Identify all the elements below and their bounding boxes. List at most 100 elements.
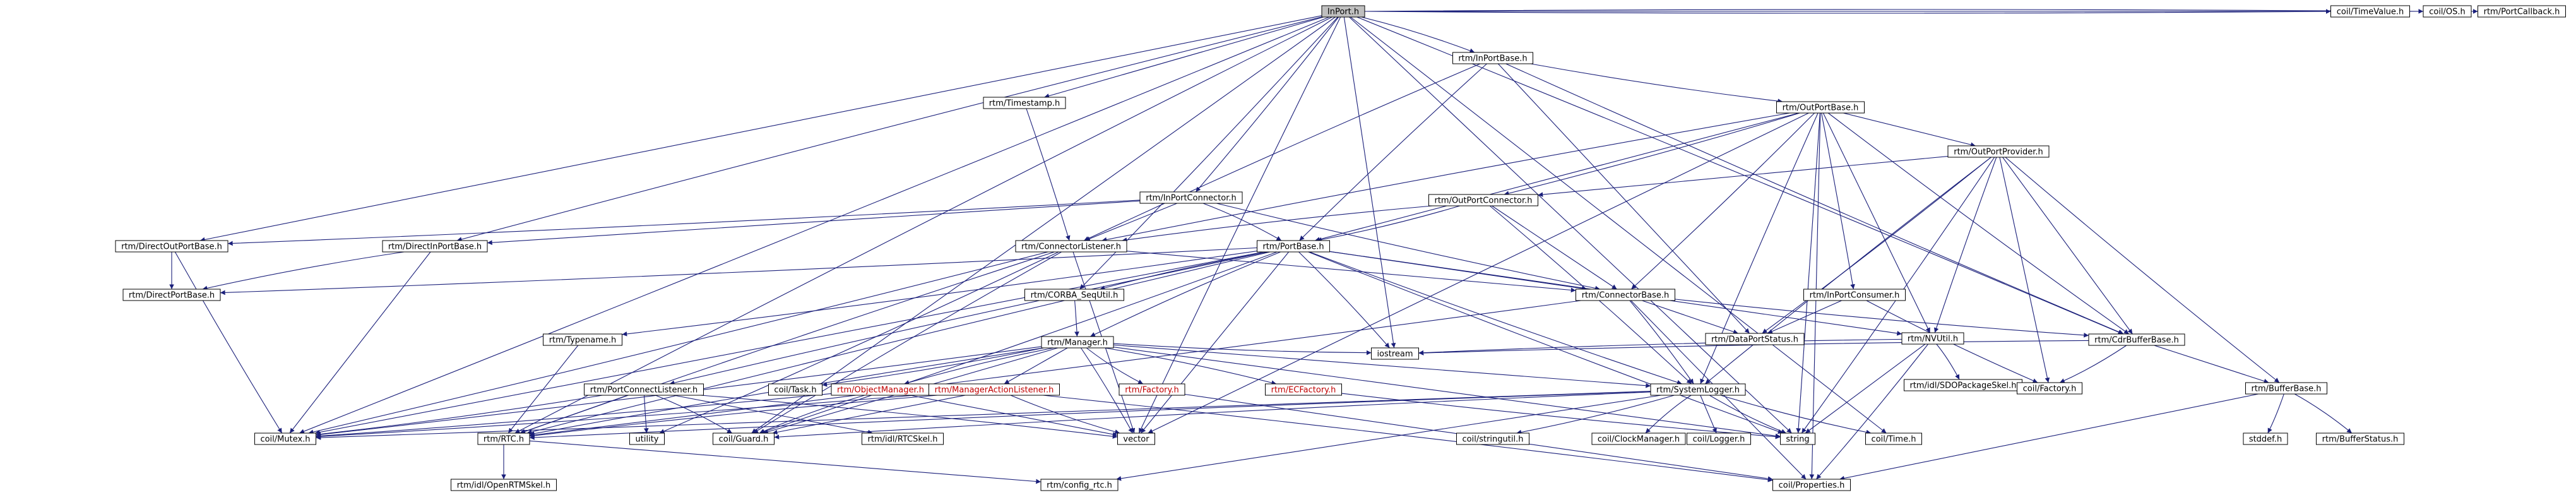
edge-inport_h-to-iostream bbox=[1343, 16, 1396, 349]
edge-inportconnector_h-to-directinportbase_h bbox=[487, 200, 1141, 246]
edge-cdrbufferbase_h-to-coil_factory_h bbox=[2059, 345, 2127, 383]
node-inportconnector-h[interactable]: rtm/InPortConnector.h bbox=[1139, 191, 1243, 204]
edge-portconnectlistener_h-to-utility bbox=[643, 395, 649, 434]
node-label: rtm/NVUtil.h bbox=[1908, 335, 1958, 344]
node-objectmanager-h[interactable]: rtm/ObjectManager.h bbox=[831, 383, 930, 396]
node-outportconnector-h[interactable]: rtm/OutPortConnector.h bbox=[1428, 194, 1538, 206]
edge-inport_h-to-inportconnector_h bbox=[1195, 16, 1339, 193]
node-portcallback-h[interactable]: rtm/PortCallback.h bbox=[2478, 5, 2566, 18]
node-label: coil/Task.h bbox=[774, 386, 816, 395]
node-openrtmskel-h[interactable]: rtm/idl/OpenRTMSkel.h bbox=[451, 479, 557, 491]
node-managerlistener-h[interactable]: rtm/ManagerActionListener.h bbox=[929, 383, 1060, 396]
node-box bbox=[477, 432, 530, 445]
edge-portbase_h-to-portconnectlistener_h bbox=[669, 251, 1268, 386]
node-outportbase-h[interactable]: rtm/OutPortBase.h bbox=[1776, 101, 1865, 114]
node-directinportbase-h[interactable]: rtm/DirectInPortBase.h bbox=[382, 240, 488, 253]
node-corba-sequtil-h[interactable]: rtm/CORBA_SeqUtil.h bbox=[1024, 289, 1124, 301]
node-box bbox=[1119, 383, 1185, 396]
node-coil-properties-h[interactable]: coil/Properties.h bbox=[1772, 479, 1851, 491]
node-coil-timevalue-h[interactable]: coil/TimeValue.h bbox=[2330, 5, 2410, 18]
edge-connectorbase_h-to-cdrbufferbase_h bbox=[1675, 299, 2089, 338]
edge-inport_h-to-inportbase_h bbox=[1361, 16, 1475, 53]
edge-manager_h-to-iostream bbox=[1113, 343, 1372, 355]
node-stddef-h[interactable]: stddef.h bbox=[2243, 432, 2288, 445]
node-rtc-h[interactable]: rtm/RTC.h bbox=[477, 432, 530, 445]
node-iostream[interactable]: iostream bbox=[1371, 347, 1419, 360]
node-config-rtc-h[interactable]: rtm/config_rtc.h bbox=[1040, 479, 1119, 491]
node-box bbox=[1321, 5, 1365, 18]
node-label: utility bbox=[636, 435, 659, 444]
node-label: rtm/CORBA_SeqUtil.h bbox=[1031, 291, 1119, 301]
edge-outportprovider_h-to-dataportstatus_h bbox=[1762, 157, 1991, 334]
node-portconnectlistener-h[interactable]: rtm/PortConnectListener.h bbox=[584, 383, 704, 396]
node-label: rtm/SystemLogger.h bbox=[1656, 386, 1740, 395]
node-label: rtm/RTC.h bbox=[484, 435, 524, 444]
edge-outportconnector_h-to-connectorlistener_h bbox=[1122, 205, 1433, 242]
node-box bbox=[584, 383, 704, 396]
node-box bbox=[929, 383, 1060, 396]
node-label: rtm/DirectOutPortBase.h bbox=[121, 242, 222, 252]
node-label: stddef.h bbox=[2249, 435, 2282, 444]
node-label: coil/Factory.h bbox=[2023, 385, 2077, 394]
node-nvutil-h[interactable]: rtm/NVUtil.h bbox=[1901, 332, 1964, 345]
edge-portbase_h-to-string bbox=[1308, 251, 1783, 434]
node-directportbase-h[interactable]: rtm/DirectPortBase.h bbox=[122, 289, 221, 301]
edge-inport_h-to-directinportbase_h bbox=[456, 16, 1322, 242]
edge-inport_h-to-directoutportbase_h bbox=[199, 15, 1322, 242]
node-string[interactable]: string bbox=[1780, 432, 1815, 445]
edge-connectorbase_h-to-rtc_h bbox=[529, 300, 1581, 438]
node-typename-h[interactable]: rtm/Typename.h bbox=[543, 333, 622, 346]
node-box bbox=[382, 240, 488, 253]
node-coil-logger-h[interactable]: coil/Logger.h bbox=[1687, 432, 1751, 445]
node-label: rtm/InPortConnector.h bbox=[1146, 194, 1237, 203]
node-timestamp-h[interactable]: rtm/Timestamp.h bbox=[983, 97, 1066, 109]
node-label: rtm/PortConnectListener.h bbox=[590, 386, 698, 395]
node-sdopackageskel-h[interactable]: rtm/idl/SDOPackageSkel.h bbox=[1904, 379, 2022, 391]
edge-nvutil_h-to-coil_properties_h bbox=[1816, 343, 1928, 480]
node-outportprovider-h[interactable]: rtm/OutPortProvider.h bbox=[1947, 145, 2050, 158]
edge-managerlistener_h-to-coil_mutex_h bbox=[316, 393, 929, 439]
edge-manager_h-to-managerlistener_h bbox=[1004, 347, 1068, 385]
node-coil-guard-h[interactable]: coil/Guard.h bbox=[713, 432, 775, 445]
node-box bbox=[2088, 333, 2185, 346]
node-label: coil/ClockManager.h bbox=[1598, 435, 1680, 444]
node-systemlogger-h[interactable]: rtm/SystemLogger.h bbox=[1650, 383, 1746, 396]
node-label: rtm/InPortConsumer.h bbox=[1810, 291, 1900, 301]
node-dataportstatus-h[interactable]: rtm/DataPortStatus.h bbox=[1705, 333, 1805, 345]
edge-inport_h-to-coil_os_h bbox=[1364, 9, 2424, 14]
node-cdrbufferbase-h[interactable]: rtm/CdrBufferBase.h bbox=[2088, 333, 2185, 346]
node-ecfactory-h[interactable]: rtm/ECFactory.h bbox=[1265, 383, 1342, 396]
node-rtcskel-h[interactable]: rtm/idl/RTCSkel.h bbox=[862, 432, 944, 445]
node-box bbox=[1576, 289, 1675, 301]
node-portbase-h[interactable]: rtm/PortBase.h bbox=[1257, 240, 1330, 253]
node-inportbase-h[interactable]: rtm/InPortBase.h bbox=[1452, 52, 1533, 64]
node-connectorlistener-h[interactable]: rtm/ConnectorListener.h bbox=[1015, 240, 1127, 253]
edge-systemlogger_h-to-coil_guard_h bbox=[774, 391, 1651, 439]
node-coil-clockmanager-h[interactable]: coil/ClockManager.h bbox=[1591, 432, 1686, 445]
node-inportconsumer-h[interactable]: rtm/InPortConsumer.h bbox=[1803, 289, 1906, 301]
node-vector[interactable]: vector bbox=[1117, 432, 1155, 445]
node-utility[interactable]: utility bbox=[629, 432, 665, 445]
node-box bbox=[2478, 5, 2566, 18]
node-manager-h[interactable]: rtm/Manager.h bbox=[1041, 336, 1114, 349]
node-coil-mutex-h[interactable]: coil/Mutex.h bbox=[254, 432, 316, 445]
edge-systemlogger_h-to-coil_mutex_h bbox=[316, 391, 1651, 440]
node-label: rtm/BufferStatus.h bbox=[2322, 435, 2399, 444]
edge-inportconsumer_h-to-dataportstatus_h bbox=[1767, 300, 1842, 334]
node-coil-time-h[interactable]: coil/Time.h bbox=[1865, 432, 1922, 445]
node-directoutportbase-h[interactable]: rtm/DirectOutPortBase.h bbox=[115, 240, 229, 253]
node-connectorbase-h[interactable]: rtm/ConnectorBase.h bbox=[1576, 289, 1675, 301]
edge-directinportbase_h-to-coil_mutex_h bbox=[289, 251, 431, 434]
edge-portbase_h-to-corba_sequtil_h bbox=[1100, 251, 1268, 290]
edge-buffer_h-to-coil_properties_h bbox=[1839, 393, 2258, 481]
node-coil-os-h[interactable]: coil/OS.h bbox=[2423, 5, 2472, 18]
node-bufferstatus-h[interactable]: rtm/BufferStatus.h bbox=[2316, 432, 2404, 445]
edge-systemlogger_h-to-coil_clockmanager_h bbox=[1645, 395, 1692, 434]
node-coil-task-h[interactable]: coil/Task.h bbox=[768, 383, 822, 396]
node-label: coil/Guard.h bbox=[719, 435, 769, 444]
node-buffer-h[interactable]: rtm/BufferBase.h bbox=[2245, 382, 2327, 395]
edge-portconnectlistener_h-to-rtc_h bbox=[519, 395, 628, 434]
node-coil-factory-h[interactable]: coil/Factory.h bbox=[2017, 382, 2082, 395]
node-coil-stringutil-h[interactable]: coil/stringutil.h bbox=[1456, 432, 1529, 445]
node-factory-h[interactable]: rtm/Factory.h bbox=[1119, 383, 1185, 396]
